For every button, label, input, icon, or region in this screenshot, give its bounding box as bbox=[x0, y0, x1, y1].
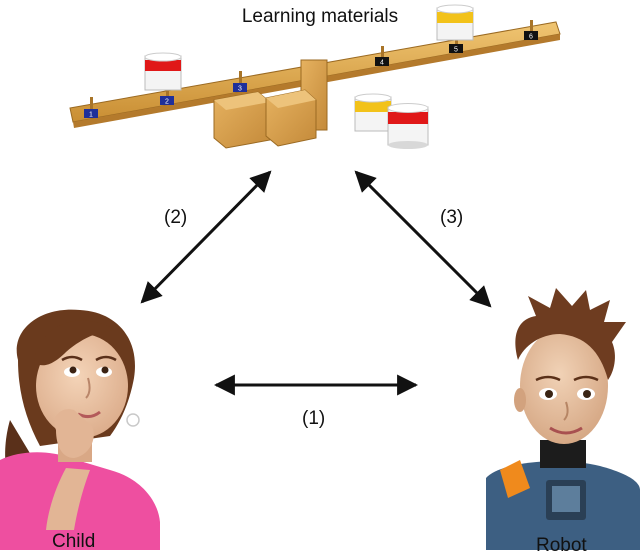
peg-number-label: 3 bbox=[238, 86, 242, 93]
cup-red-left bbox=[144, 52, 182, 91]
peg-number-label: 4 bbox=[380, 60, 384, 67]
link-label-child-materials: (2) bbox=[164, 207, 188, 228]
cup-yellow-bottom bbox=[354, 93, 392, 132]
cup-red-bottom bbox=[387, 103, 429, 149]
arrow-robot-materials bbox=[354, 170, 492, 308]
robot-illustration bbox=[486, 288, 640, 550]
child-label: Child bbox=[52, 531, 96, 552]
balance-beam-illustration: 1 2 3 4 5 6 bbox=[69, 4, 561, 149]
peg-number-label: 2 bbox=[165, 99, 169, 106]
peg-number-label: 1 bbox=[89, 112, 93, 119]
cup-yellow-top bbox=[436, 4, 474, 41]
arrow-child-materials bbox=[140, 170, 272, 304]
peg-number-tags: 1 2 3 4 5 6 bbox=[84, 31, 538, 119]
learning-materials-label: Learning materials bbox=[241, 6, 399, 27]
peg-number-label: 5 bbox=[454, 47, 458, 54]
peg-number-label: 6 bbox=[529, 34, 533, 41]
child-illustration bbox=[0, 309, 160, 550]
arrows bbox=[140, 170, 492, 396]
robot-label: Robot bbox=[536, 535, 587, 556]
link-label-child-robot: (1) bbox=[302, 408, 326, 429]
wooden-blocks bbox=[213, 89, 317, 149]
link-label-robot-materials: (3) bbox=[440, 207, 464, 228]
